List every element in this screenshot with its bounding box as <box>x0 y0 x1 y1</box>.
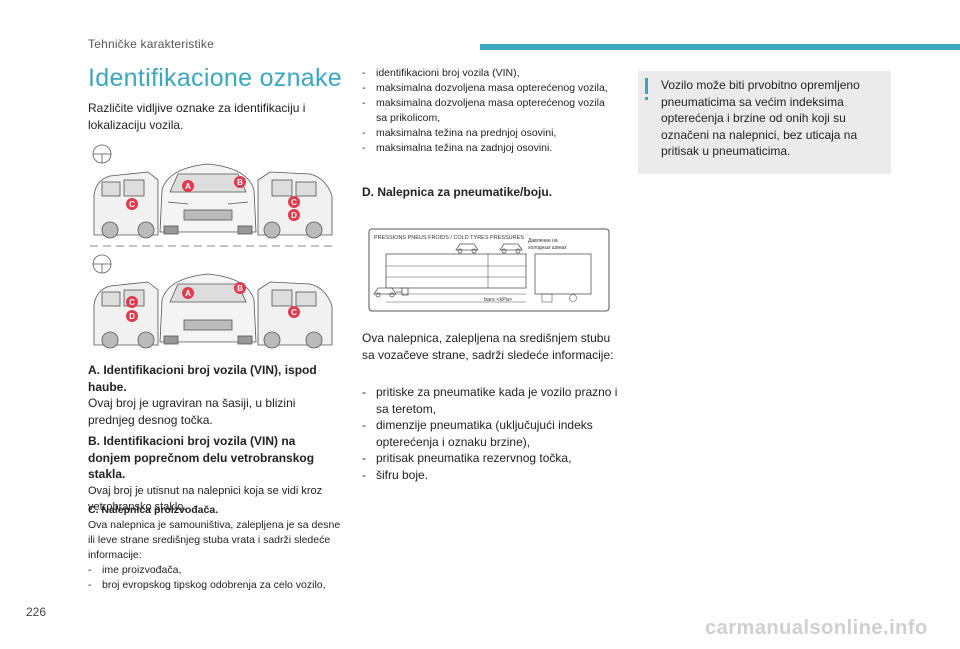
list-item: broj evropskog tipskog odobrenja za celo… <box>88 578 343 593</box>
marker-a-top: A <box>182 180 194 192</box>
tyre-pressure-label: PRESSIONS PNEUS FROIDS / COLD TYRES PRES… <box>368 228 610 312</box>
svg-text:A: A <box>185 289 191 298</box>
list-item: šifru boje. <box>362 467 622 484</box>
svg-text:холодных шинах: холодных шинах <box>528 245 567 251</box>
svg-text:B: B <box>237 178 243 187</box>
section-c-list: ime proizvođača, broj evropskog tipskog … <box>88 563 343 593</box>
info-note-box <box>638 71 891 174</box>
marker-c-bottom-left: C <box>126 296 138 308</box>
marker-c-bottom-right: C <box>288 306 300 318</box>
section-d-heading: D. Nalepnica za pneumatike/boju. <box>362 185 553 199</box>
list-item: ime proizvođača, <box>88 563 343 578</box>
top-vehicle-drawing <box>92 144 333 239</box>
section-a: A. Identifikacioni broj vozila (VIN), is… <box>88 362 333 428</box>
watermark: carmanualsonline.info <box>705 617 928 639</box>
note-text: Vozilo može biti prvobitno opremljeno pn… <box>661 78 860 158</box>
svg-text:C: C <box>129 298 135 307</box>
svg-text:D: D <box>129 312 135 321</box>
header-accent-bar <box>480 44 960 50</box>
svg-text:B: B <box>237 284 243 293</box>
marker-b-bottom: B <box>234 282 246 294</box>
section-c-text: Ova nalepnica je samouništiva, zalepljen… <box>88 519 341 561</box>
svg-text:Давление на: Давление на <box>528 238 558 244</box>
list-item: pritiske za pneumatike kada je vozilo pr… <box>362 384 622 417</box>
svg-text:C: C <box>291 198 297 207</box>
section-d-list: pritiske za pneumatike kada je vozilo pr… <box>362 384 622 483</box>
section-b-text: Ovaj broj je utisnut na nalepnici koja s… <box>88 484 323 513</box>
info-icon <box>645 78 648 94</box>
intro-text: Različite vidljive oznake za identifikac… <box>88 101 306 132</box>
list-item: dimenzije pneumatika (uključujući indeks… <box>362 417 622 450</box>
marker-a-bottom: A <box>182 287 194 299</box>
car-icon <box>455 243 523 254</box>
marker-b-top: B <box>234 176 246 188</box>
section-c-heading: C. Nalepnica proizvođača. <box>88 504 219 516</box>
list-item: pritisak pneumatika rezervnog točka, <box>362 450 622 467</box>
svg-text:A: A <box>185 182 191 191</box>
section-title: Tehničke karakteristike <box>88 37 214 51</box>
book-icon <box>541 293 553 303</box>
list-item: identifikacioni broj vozila (VIN), <box>362 66 612 81</box>
svg-text:C: C <box>291 308 297 317</box>
trailer-car-icon <box>373 287 409 298</box>
marker-c-top-right: C <box>288 196 300 208</box>
svg-text:C: C <box>129 200 135 209</box>
marker-d-bottom: D <box>126 310 138 322</box>
page-title: Identifikacione oznake <box>88 64 342 92</box>
section-b: B. Identifikacioni broj vozila (VIN) na … <box>88 433 338 515</box>
section-a-text: Ovaj broj je ugraviran na šasiji, u bliz… <box>88 396 296 427</box>
svg-text:bars <kPa>: bars <kPa> <box>484 297 512 303</box>
list-item: maksimalna težina na prednjoj osovini, <box>362 126 612 141</box>
warning-icon <box>569 294 577 302</box>
column2-list: identifikacioni broj vozila (VIN), maksi… <box>362 66 612 156</box>
list-item: maksimalna dozvoljena masa opterećenog v… <box>362 81 612 96</box>
marker-c-top-left: C <box>126 198 138 210</box>
section-c: C. Nalepnica proizvođača. Ova nalepnica … <box>88 503 343 593</box>
info-icon-dot <box>645 97 648 100</box>
section-b-heading: B. Identifikacioni broj vozila (VIN) na … <box>88 434 315 481</box>
list-item: maksimalna težina na zadnjoj osovini. <box>362 141 612 156</box>
svg-text:PRESSIONS PNEUS FROIDS / COLD: PRESSIONS PNEUS FROIDS / COLD TYRES PRES… <box>374 235 524 241</box>
section-d-text: Ova nalepnica, zalepljena na središnjem … <box>362 331 614 362</box>
section-a-heading: A. Identifikacioni broj vozila (VIN), is… <box>88 363 317 394</box>
page-number: 226 <box>26 605 47 619</box>
marker-d-top: D <box>288 209 300 221</box>
svg-text:D: D <box>291 211 297 220</box>
list-item: maksimalna dozvoljena masa opterećenog v… <box>362 96 612 126</box>
vehicle-diagram: A B C C D A B C D C <box>90 144 336 349</box>
